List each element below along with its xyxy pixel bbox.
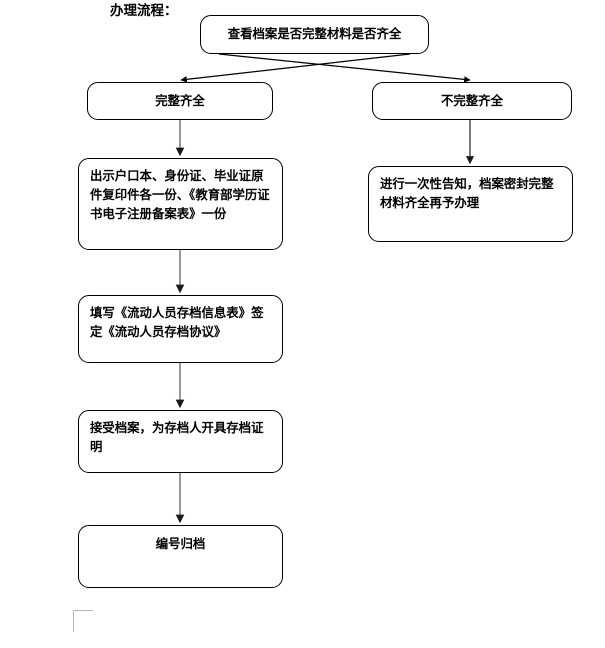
node-complete-label: 完整齐全 <box>155 93 205 108</box>
node-documents: 出示户口本、身份证、毕业证原件复印件各一份、《教育部学历证书电子注册备案表》一份 <box>78 158 283 250</box>
node-incomplete-label: 不完整齐全 <box>441 93 503 108</box>
node-start-label: 查看档案是否完整材料是否齐全 <box>227 26 402 41</box>
node-notify: 进行一次性告知，档案密封完整材料齐全再予办理 <box>368 166 573 242</box>
node-forms-label: 填写《流动人员存档信息表》签定《流动人员存档协议》 <box>90 305 264 339</box>
edge-start-to-incomplete <box>218 53 471 83</box>
node-archive: 编号归档 <box>78 525 283 588</box>
node-archive-label: 编号归档 <box>155 536 206 551</box>
edge-start-to-complete <box>180 53 411 83</box>
node-documents-label: 出示户口本、身份证、毕业证原件复印件各一份、《教育部学历证书电子注册备案表》一份 <box>90 168 270 221</box>
node-notify-label: 进行一次性告知，档案密封完整材料齐全再予办理 <box>380 176 554 210</box>
node-accept-label: 接受档案，为存档人开具存档证明 <box>90 420 264 454</box>
node-incomplete: 不完整齐全 <box>372 82 572 120</box>
node-start: 查看档案是否完整材料是否齐全 <box>200 15 429 54</box>
node-accept: 接受档案，为存档人开具存档证明 <box>78 410 283 473</box>
crop-corner-mark <box>73 610 93 632</box>
node-forms: 填写《流动人员存档信息表》签定《流动人员存档协议》 <box>78 295 283 363</box>
page-title: 办理流程： <box>110 3 178 19</box>
node-complete: 完整齐全 <box>87 82 273 120</box>
